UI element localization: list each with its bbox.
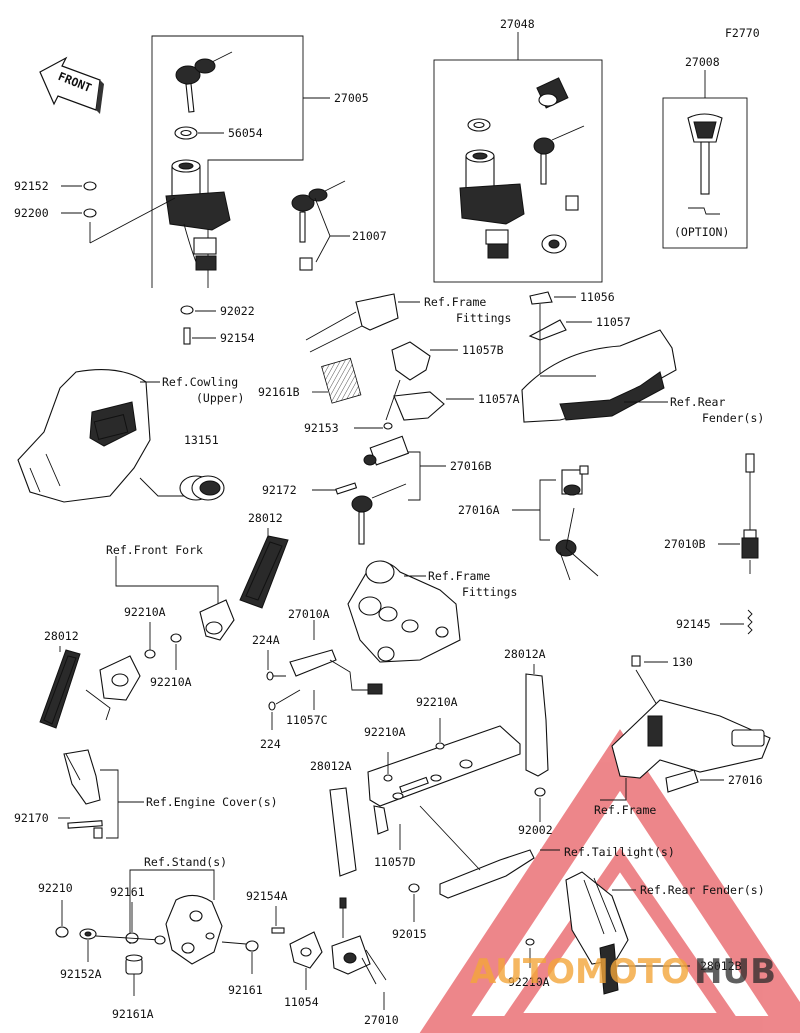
bolt-icon bbox=[183, 327, 191, 345]
label-28012A-right: 28012A bbox=[504, 647, 546, 661]
watermark-text-left: AUTOMOTO bbox=[470, 952, 690, 992]
watermark-text-right: HUB bbox=[694, 952, 776, 992]
label-130: 130 bbox=[672, 655, 693, 669]
cowling-group bbox=[17, 369, 225, 503]
label-92002: 92002 bbox=[518, 823, 553, 837]
label-92210A-3: 92210A bbox=[416, 695, 458, 709]
label-92022: 92022 bbox=[220, 304, 255, 318]
label-28012B: 28012B bbox=[700, 959, 742, 973]
label-92161-a: 92161 bbox=[110, 885, 145, 899]
cap-nut-icon bbox=[83, 181, 97, 191]
label-92152: 92152 bbox=[14, 179, 49, 193]
label-92210A-5: 92210A bbox=[508, 975, 550, 989]
label-92154: 92154 bbox=[220, 331, 255, 345]
front-fork-group bbox=[39, 528, 289, 729]
label-27010B: 27010B bbox=[664, 537, 706, 551]
label-92152A: 92152A bbox=[60, 967, 102, 981]
ref-front-fork: Ref.Front Fork bbox=[106, 543, 203, 557]
group-27048 bbox=[433, 32, 603, 283]
label-92145: 92145 bbox=[676, 617, 711, 631]
stop-switch-group bbox=[718, 453, 759, 635]
right-frame-group bbox=[600, 655, 771, 801]
label-27010: 27010 bbox=[364, 1013, 399, 1027]
label-92015: 92015 bbox=[392, 927, 427, 941]
rear-fender-bottom-group bbox=[525, 871, 690, 995]
figure-code: F2770 bbox=[725, 26, 760, 40]
ref-frame-fittings-2a: Ref.Frame bbox=[428, 569, 490, 583]
nut-icon bbox=[180, 305, 194, 315]
label-11057A: 11057A bbox=[478, 392, 520, 406]
group-27008 bbox=[662, 70, 748, 249]
watermark-logo bbox=[419, 729, 800, 1033]
label-92154A: 92154A bbox=[246, 889, 288, 903]
blank-key-icon bbox=[291, 180, 350, 271]
label-56054: 56054 bbox=[228, 126, 263, 140]
frame-fittings-group bbox=[266, 560, 461, 730]
ref-frame-fittings-2b: Fittings bbox=[462, 585, 517, 599]
label-92161-b: 92161 bbox=[228, 983, 263, 997]
option-label: (OPTION) bbox=[674, 225, 729, 239]
label-21007: 21007 bbox=[352, 229, 387, 243]
ref-cowling-upper-2: (Upper) bbox=[196, 391, 244, 405]
label-11054: 11054 bbox=[284, 995, 319, 1009]
helmet-lock-group bbox=[512, 465, 599, 581]
label-11057C: 11057C bbox=[286, 713, 328, 727]
stand-group bbox=[55, 869, 387, 1010]
ref-stand: Ref.Stand(s) bbox=[144, 855, 227, 869]
label-27016B: 27016B bbox=[450, 459, 492, 473]
label-92172: 92172 bbox=[262, 483, 297, 497]
bracket-group-center bbox=[305, 293, 474, 430]
label-11057D: 11057D bbox=[374, 855, 416, 869]
label-27016A: 27016A bbox=[458, 503, 500, 517]
label-224: 224 bbox=[260, 737, 281, 751]
label-13151: 13151 bbox=[184, 433, 219, 447]
ref-frame-fittings-1b: Fittings bbox=[456, 311, 511, 325]
label-11056: 11056 bbox=[580, 290, 615, 304]
label-92210: 92210 bbox=[38, 881, 73, 895]
ref-frame-fittings-1a: Ref.Frame bbox=[424, 295, 486, 309]
ignition-cylinder-icon bbox=[179, 475, 225, 501]
label-92170: 92170 bbox=[14, 811, 49, 825]
group-27005 bbox=[61, 35, 330, 345]
label-92153: 92153 bbox=[304, 421, 339, 435]
label-92161B: 92161B bbox=[258, 385, 300, 399]
seat-lock-group bbox=[312, 435, 446, 545]
washer-small-icon bbox=[83, 208, 97, 218]
label-224A: 224A bbox=[252, 633, 280, 647]
ref-cowling-upper-1: Ref.Cowling bbox=[162, 375, 238, 389]
label-27010A: 27010A bbox=[288, 607, 330, 621]
ref-rear-fender-1a: Ref.Rear bbox=[670, 395, 725, 409]
label-92161A: 92161A bbox=[112, 1007, 154, 1021]
ignition-switch-icon bbox=[165, 159, 231, 271]
rear-fender-group bbox=[521, 291, 677, 423]
label-27005: 27005 bbox=[334, 91, 369, 105]
ref-taillight: Ref.Taillight(s) bbox=[564, 845, 675, 859]
key-icon bbox=[175, 51, 233, 113]
key-icon bbox=[533, 125, 585, 185]
label-11057B: 11057B bbox=[462, 343, 504, 357]
ref-engine-cover: Ref.Engine Cover(s) bbox=[146, 795, 278, 809]
ref-rear-fender-1b: Fender(s) bbox=[702, 411, 764, 425]
label-28012-left: 28012 bbox=[44, 629, 79, 643]
label-92210A-4: 92210A bbox=[364, 725, 406, 739]
label-27008: 27008 bbox=[685, 55, 720, 69]
ref-frame-3: Ref.Frame bbox=[594, 803, 656, 817]
label-27048: 27048 bbox=[500, 17, 535, 31]
ref-rear-fender-2: Ref.Rear Fender(s) bbox=[640, 883, 765, 897]
front-arrow-icon bbox=[39, 56, 104, 114]
transponder-key-icon bbox=[687, 113, 723, 215]
label-28012A-left: 28012A bbox=[310, 759, 352, 773]
label-27016: 27016 bbox=[728, 773, 763, 787]
engine-cover-group bbox=[58, 749, 144, 839]
label-92210A-1: 92210A bbox=[124, 605, 166, 619]
label-28012-top: 28012 bbox=[248, 511, 283, 525]
label-11057: 11057 bbox=[596, 315, 631, 329]
label-92210A-2: 92210A bbox=[150, 675, 192, 689]
license-bracket-group bbox=[329, 664, 560, 922]
label-92200: 92200 bbox=[14, 206, 49, 220]
